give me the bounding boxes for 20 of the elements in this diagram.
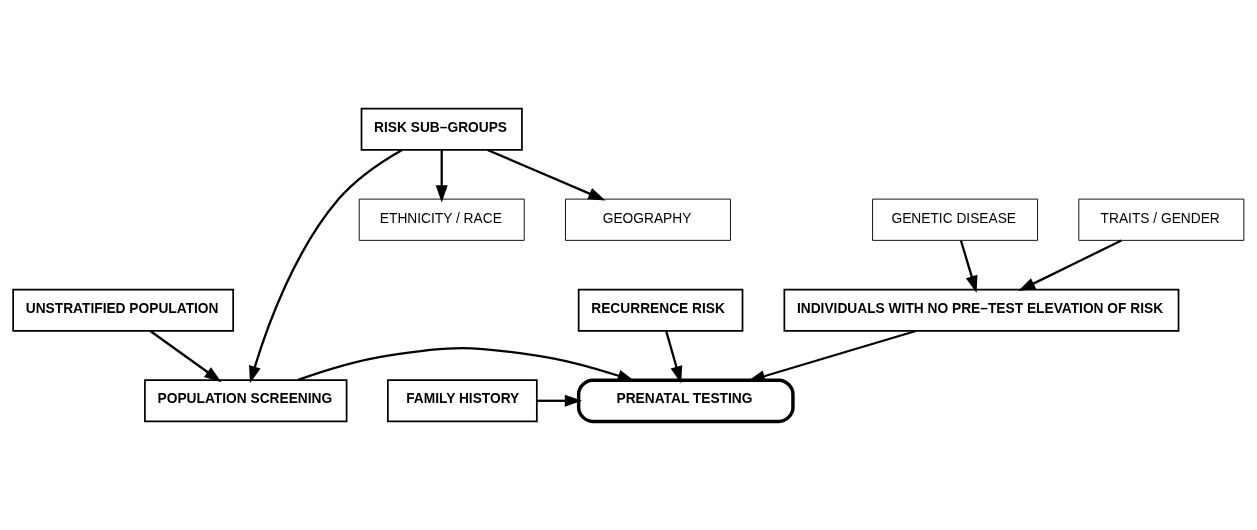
arrow	[1018, 239, 1122, 292]
node-box: INDIVIDUALS WITH NO PRE–TEST ELEVATION OF RISK	[783, 288, 1180, 332]
node-box: RISK SUB–GROUPS	[360, 107, 523, 151]
arrow	[249, 148, 403, 384]
node-box: UNSTRATIFIED POPULATION	[12, 288, 234, 332]
node-box: PRENATAL TESTING	[576, 378, 795, 424]
arrow	[297, 346, 635, 382]
arrow	[487, 148, 606, 201]
node-box: ETHNICITY / RACE	[358, 198, 525, 241]
arrow	[537, 394, 582, 407]
node-box: POPULATION SCREENING	[144, 379, 348, 423]
arrow	[435, 149, 448, 203]
arrow	[665, 330, 683, 384]
node-box: FAMILY HISTORY	[387, 379, 538, 423]
node-box: RECURRENCE RISK	[577, 288, 744, 332]
node-box: GEOGRAPHY	[565, 198, 731, 241]
arrow	[149, 330, 222, 383]
arrow	[959, 240, 978, 293]
node-box: GENETIC DISEASE	[872, 198, 1039, 241]
node-box: TRAITS / GENDER	[1078, 198, 1245, 241]
